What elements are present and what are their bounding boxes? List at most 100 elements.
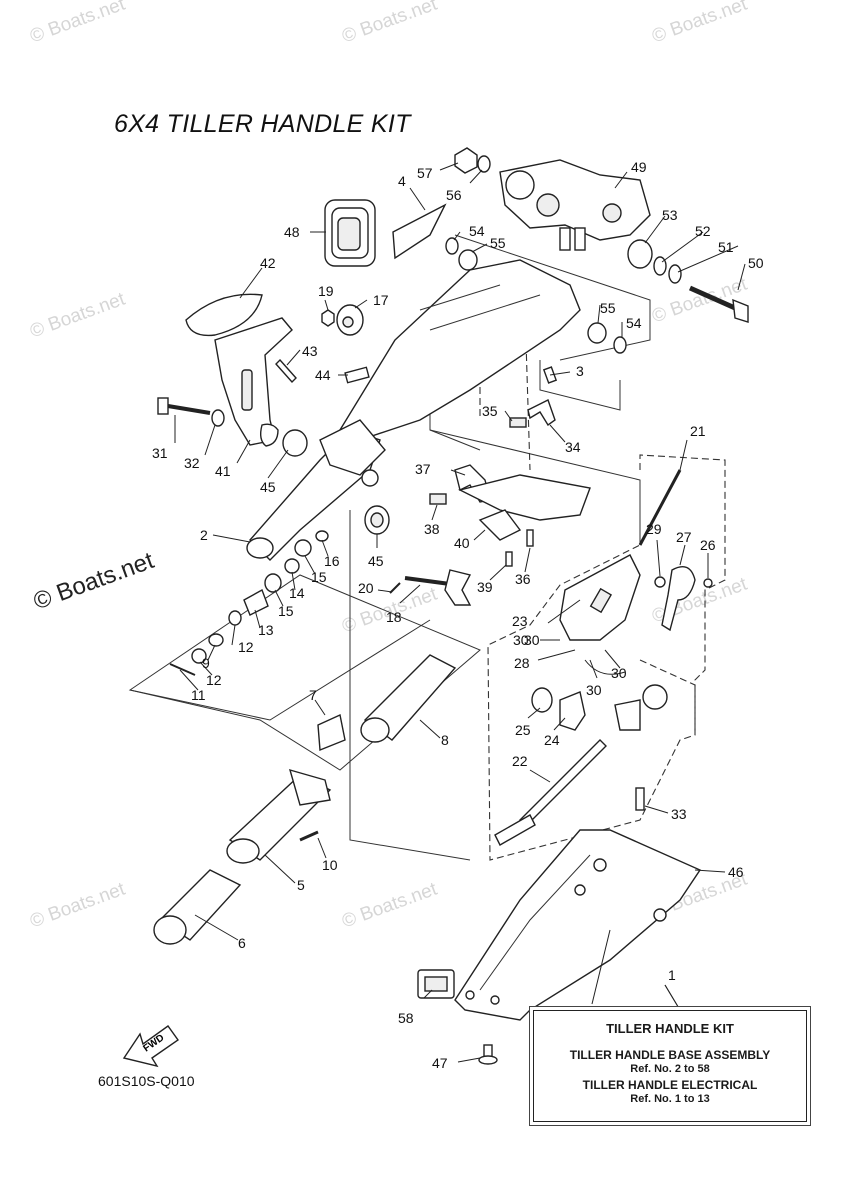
- part-6-grip: [153, 869, 242, 945]
- leader-lines: [174, 162, 746, 1063]
- callout-27: 27: [676, 529, 692, 545]
- part-46-base: [454, 829, 702, 1021]
- part-54-washer: [613, 336, 627, 354]
- part-41-lever: [214, 317, 293, 447]
- callout-42: 42: [260, 255, 276, 271]
- part-56-washer: [477, 155, 491, 173]
- callout-45b: 45: [368, 553, 384, 569]
- callout-29: 29: [646, 521, 662, 537]
- callout-3: 3: [576, 363, 584, 379]
- part-45-bushing: [282, 429, 308, 457]
- diagram-title: 6X4 TILLER HANDLE KIT: [114, 110, 411, 138]
- kit-line2: TILLER HANDLE ELECTRICAL: [582, 1078, 758, 1092]
- part-13-sleeve: [243, 588, 269, 616]
- part-26-clip: [703, 578, 713, 588]
- part-54-washer: [445, 237, 459, 255]
- callout-52: 52: [695, 223, 711, 239]
- part-19-nut: [321, 309, 335, 327]
- callout-55a: 55: [490, 235, 506, 251]
- callout-51: 51: [718, 239, 734, 255]
- part-58-connector: [417, 969, 455, 999]
- callout-35: 35: [482, 403, 498, 419]
- callout-58: 58: [398, 1010, 414, 1026]
- part-18-knob: [404, 569, 472, 606]
- part-55-bushing: [587, 322, 607, 344]
- frame-front: [454, 234, 651, 361]
- callout-9: 9: [202, 655, 210, 671]
- callout-2: 2: [200, 527, 208, 543]
- callout-55b: 55: [600, 300, 616, 316]
- callout-30c: 30: [586, 682, 602, 698]
- part-25-ring: [531, 687, 553, 713]
- frame-bracket: [429, 429, 641, 545]
- part-22-shaft: [519, 739, 607, 827]
- callout-18: 18: [386, 609, 402, 625]
- callout-36: 36: [515, 571, 531, 587]
- callout-4: 4: [398, 173, 406, 189]
- callout-15: 15: [311, 569, 327, 585]
- callout-41: 41: [215, 463, 231, 479]
- callout-25: 25: [515, 722, 531, 738]
- part-33-screw: [635, 787, 645, 811]
- callout-46: 46: [728, 864, 744, 880]
- callout-34: 34: [565, 439, 581, 455]
- frame-base-line: [349, 510, 471, 861]
- callout-54b: 54: [626, 315, 642, 331]
- part-34-bracket: [527, 399, 556, 427]
- callout-47: 47: [432, 1055, 448, 1071]
- part-45-bushing-inner: [370, 512, 384, 528]
- part-27-gear: [661, 566, 696, 632]
- part-47-screw: [478, 1044, 498, 1065]
- part-35-pad: [509, 417, 527, 428]
- part-53-bushing: [627, 239, 653, 269]
- callout-28: 28: [514, 655, 530, 671]
- part-20-pin: [389, 582, 401, 594]
- callout-15b: 15: [278, 603, 294, 619]
- part-52-washer: [653, 256, 667, 276]
- callout-22: 22: [512, 753, 528, 769]
- callout-23: 23: [512, 613, 528, 629]
- callout-38: 38: [424, 521, 440, 537]
- callout-26: 26: [700, 537, 716, 553]
- callout-45a: 45: [260, 479, 276, 495]
- part-22-end: [494, 814, 536, 846]
- part-24-gear: [559, 691, 586, 731]
- kit-title: TILLER HANDLE KIT: [606, 1021, 734, 1036]
- callout-6: 6: [238, 935, 246, 951]
- part-23-switch-assembly: [559, 554, 641, 641]
- callout-50: 50: [748, 255, 764, 271]
- callout-43: 43: [302, 343, 318, 359]
- part-12-ring: [228, 610, 242, 626]
- part-44-plate: [344, 366, 370, 384]
- part-15-spring: [294, 539, 312, 557]
- part-11-wire: [169, 663, 196, 676]
- callout-14: 14: [289, 585, 305, 601]
- part-48-grommet: [324, 199, 376, 267]
- part-42-cap: [185, 293, 263, 337]
- kit-line2-ref: Ref. No. 1 to 13: [630, 1093, 710, 1105]
- part-28-wire: [584, 659, 626, 675]
- callout-16: 16: [324, 553, 340, 569]
- part-4-pad: [392, 203, 447, 260]
- callout-32: 32: [184, 455, 200, 471]
- part-50-bolt: [688, 285, 749, 323]
- callout-54a: 54: [469, 223, 485, 239]
- callout-48: 48: [284, 224, 300, 240]
- callout-30d: 30: [524, 632, 540, 648]
- callout-1: 1: [668, 967, 676, 983]
- callout-57: 57: [417, 165, 433, 181]
- part-38-pad: [429, 493, 447, 505]
- part-49-pivot-bracket: [499, 159, 651, 251]
- part-39-screw: [505, 551, 513, 567]
- part-14-spring: [284, 558, 300, 574]
- callout-30b: 30: [611, 665, 627, 681]
- part-plate-main: [457, 474, 591, 521]
- frame-upper-left: [129, 619, 431, 721]
- callout-12b: 12: [206, 672, 222, 688]
- diagram-code: 601S10S-Q010: [98, 1073, 195, 1089]
- part-55-bushing: [458, 249, 478, 271]
- fwd-arrow: FWD: [122, 1025, 179, 1068]
- part-9-sensor: [208, 633, 224, 647]
- part-wire-21: [638, 469, 682, 546]
